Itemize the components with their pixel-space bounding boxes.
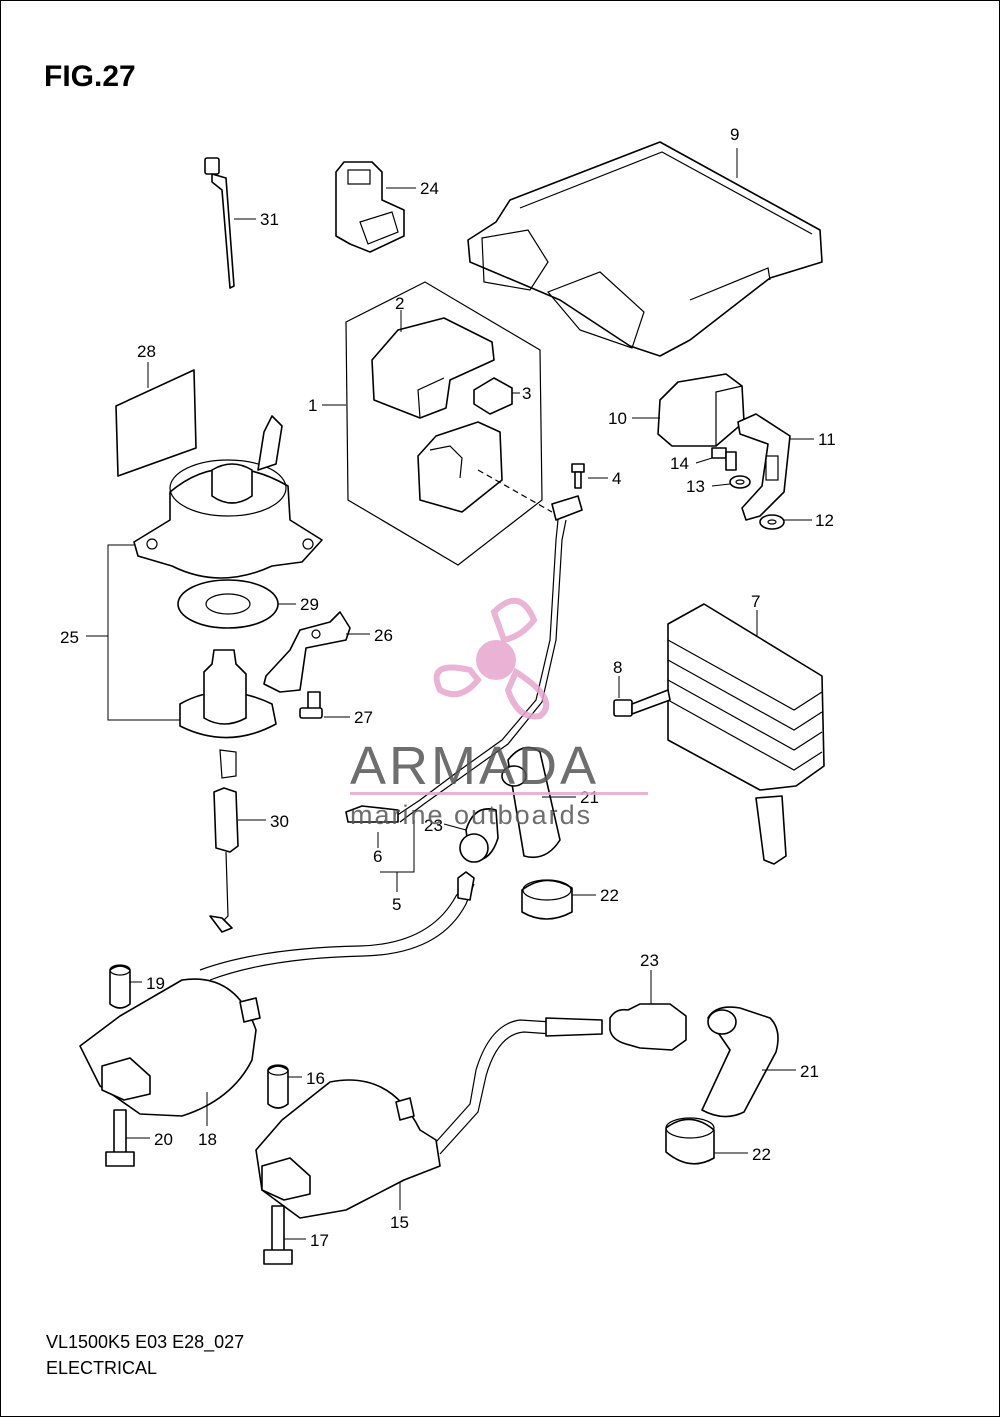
callout-10: 10: [608, 409, 627, 428]
part-4-bolt[interactable]: [571, 463, 585, 489]
callout-18: 18: [198, 1130, 217, 1149]
callout-17: 17: [310, 1231, 329, 1250]
part-21-plug-cap-lower[interactable]: [701, 1006, 779, 1118]
part-26-bracket[interactable]: [263, 611, 351, 693]
part-28-plate[interactable]: [115, 369, 197, 477]
part-3-fuse[interactable]: [473, 377, 513, 415]
part-fuse-box-body: [417, 421, 503, 513]
part-30-connector[interactable]: [209, 787, 239, 933]
callout-23a: 23: [424, 816, 443, 835]
callout-25: 25: [60, 628, 79, 647]
footer-section: ELECTRICAL: [46, 1358, 158, 1378]
part-21-plug-cap-upper[interactable]: [501, 746, 561, 859]
figure-title: FIG.27: [44, 60, 136, 93]
callout-31: 31: [260, 210, 279, 229]
part-16-spacer[interactable]: [267, 1064, 289, 1109]
part-17-bolt[interactable]: [263, 1205, 293, 1265]
callout-23b: 23: [640, 951, 659, 970]
part-7-regulator[interactable]: [667, 603, 825, 865]
part-13-washer[interactable]: [729, 475, 751, 489]
watermark-brand: ARMADA: [350, 736, 599, 796]
part-31-clamp[interactable]: [204, 157, 235, 289]
footer-model-code: VL1500K5 E03 E28_027: [46, 1332, 245, 1352]
callout-15: 15: [390, 1213, 409, 1232]
callout-28: 28: [137, 342, 156, 361]
callout-5: 5: [392, 895, 401, 914]
part-19-spacer[interactable]: [109, 964, 131, 1009]
part-25-sensor-top[interactable]: [133, 415, 323, 579]
part-22-seal-lower[interactable]: [665, 1117, 715, 1165]
part-23-boot-lower[interactable]: [609, 1003, 687, 1051]
callout-24: 24: [420, 179, 439, 198]
part-11-bracket[interactable]: [737, 413, 791, 521]
part-2-fuse-box-cover[interactable]: [371, 317, 495, 419]
callout-22b: 22: [752, 1145, 771, 1164]
callout-13: 13: [686, 477, 705, 496]
callout-7: 7: [751, 592, 760, 611]
callout-20: 20: [154, 1130, 173, 1149]
part-29-grommet[interactable]: [177, 579, 279, 629]
watermark-logo: ARMADA marine outboards: [350, 597, 648, 830]
callout-29: 29: [300, 595, 319, 614]
callout-4: 4: [612, 469, 621, 488]
part-22-seal-upper[interactable]: [521, 879, 573, 920]
part-24-relay[interactable]: [335, 161, 405, 253]
callout-27: 27: [354, 708, 373, 727]
part-10-relay[interactable]: [657, 373, 745, 447]
watermark-tagline: marine outboards: [350, 800, 592, 830]
part-20-bolt[interactable]: [105, 1109, 135, 1167]
part-15-ignition-coil[interactable]: [255, 1017, 603, 1219]
callout-19: 19: [146, 974, 165, 993]
callout-2: 2: [395, 294, 404, 313]
callout-3: 3: [522, 384, 531, 403]
part-18-ignition-coil[interactable]: [79, 871, 475, 1117]
callout-26: 26: [374, 626, 393, 645]
callout-12: 12: [815, 511, 834, 530]
part-27-bolt[interactable]: [299, 691, 323, 719]
part-14-bolt[interactable]: [711, 447, 737, 471]
part-23-boot-upper[interactable]: [459, 808, 499, 863]
callout-8: 8: [613, 658, 622, 677]
callout-30: 30: [270, 812, 289, 831]
callout-9: 9: [730, 125, 739, 144]
part-25-sensor-bottom[interactable]: [179, 649, 277, 779]
part-12-nut[interactable]: [759, 514, 785, 530]
callout-21b: 21: [800, 1062, 819, 1081]
part-1-assembly-outline: [345, 281, 543, 566]
callout-6: 6: [373, 847, 382, 866]
callout-16: 16: [306, 1069, 325, 1088]
callout-14: 14: [670, 454, 689, 473]
callout-22a: 22: [600, 886, 619, 905]
callout-1: 1: [308, 396, 317, 415]
callout-11: 11: [818, 430, 836, 449]
part-9-ecm[interactable]: [467, 141, 823, 357]
part-8-bolt[interactable]: [613, 689, 671, 717]
